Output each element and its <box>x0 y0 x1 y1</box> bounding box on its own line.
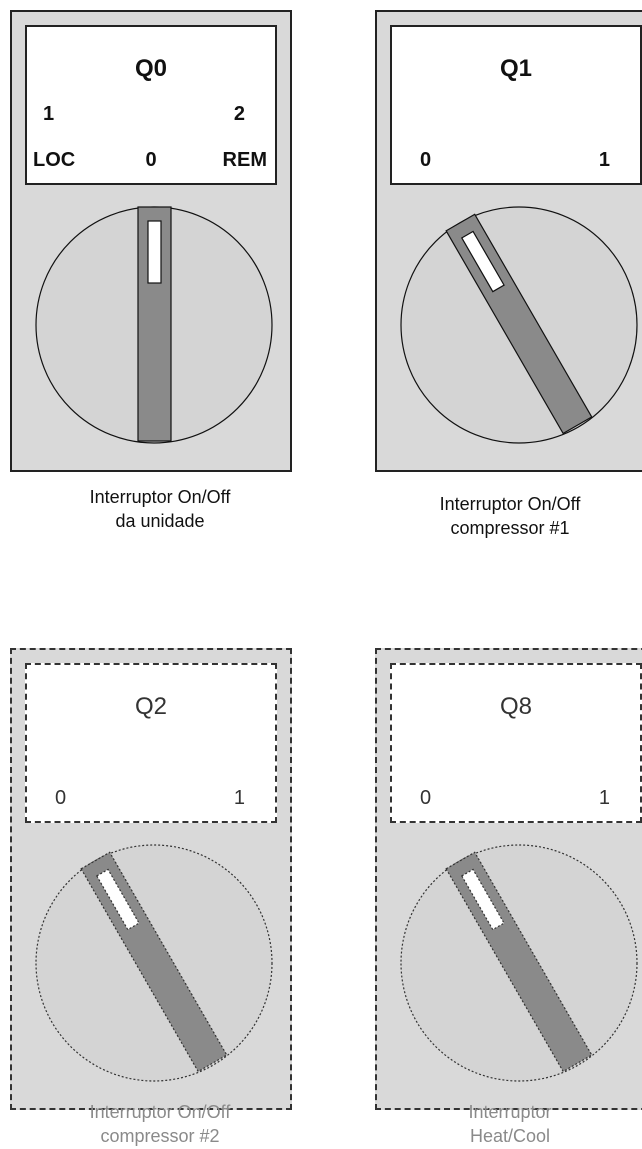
switch-panel-q8: Q8 0 1 <box>375 648 642 1110</box>
rotary-knob-q1[interactable] <box>377 12 642 474</box>
caption-line-2: compressor #1 <box>450 518 570 538</box>
switch-title-q1: Q1 <box>499 55 532 82</box>
position-label-0: 0 <box>55 787 67 809</box>
knob-handle[interactable] <box>445 213 593 435</box>
position-label-loc: LOC <box>33 149 76 171</box>
knob-handle[interactable] <box>137 206 172 442</box>
switch-label-box-q1: Q1 0 1 <box>390 25 642 185</box>
caption-q2: Interruptor On/Off compressor #2 <box>10 1100 310 1148</box>
switch-panel-q0: Q0 1 2 LOC 0 REM <box>10 10 292 472</box>
caption-q1: Interruptor On/Off compressor #1 <box>360 492 642 540</box>
caption-line-1: Interruptor On/Off <box>89 1102 231 1122</box>
caption-line-1: Interruptor On/Off <box>89 487 231 507</box>
switch-title-q2: Q2 <box>134 693 167 720</box>
switch-label-box-q0: Q0 1 2 LOC 0 REM <box>25 25 277 185</box>
switch-title-q0: Q0 <box>134 55 167 82</box>
switch-panel-q1: Q1 0 1 <box>375 10 642 472</box>
caption-line-1: Interruptor On/Off <box>439 494 581 514</box>
position-label-rem: REM <box>222 149 267 171</box>
knob-handle[interactable] <box>80 851 228 1073</box>
caption-line-2: compressor #2 <box>100 1126 220 1146</box>
switch-label-box-q8: Q8 0 1 <box>390 663 642 823</box>
rotary-knob-q0[interactable] <box>12 12 294 474</box>
position-label-1: 1 <box>233 787 245 809</box>
position-label-1: 1 <box>43 103 55 125</box>
position-label-2: 2 <box>233 103 245 125</box>
position-label-0: 0 <box>420 149 432 171</box>
position-label-0: 0 <box>420 787 432 809</box>
position-label-1: 1 <box>598 787 610 809</box>
caption-line-2: Heat/Cool <box>469 1126 551 1146</box>
caption-line-2: da unidade <box>115 511 205 531</box>
caption-q8: Interruptor Heat/Cool <box>360 1100 642 1148</box>
caption-q0: Interruptor On/Off da unidade <box>10 485 310 533</box>
rotary-knob-q2[interactable] <box>12 650 294 1112</box>
position-label-0: 0 <box>145 149 157 171</box>
switch-title-q8: Q8 <box>499 693 532 720</box>
knob-handle[interactable] <box>445 851 593 1073</box>
rotary-knob-q8[interactable] <box>377 650 642 1112</box>
switch-panel-q2: Q2 0 1 <box>10 648 292 1110</box>
switch-label-box-q2: Q2 0 1 <box>25 663 277 823</box>
position-label-1: 1 <box>598 149 610 171</box>
caption-line-1: Interruptor <box>468 1102 552 1122</box>
